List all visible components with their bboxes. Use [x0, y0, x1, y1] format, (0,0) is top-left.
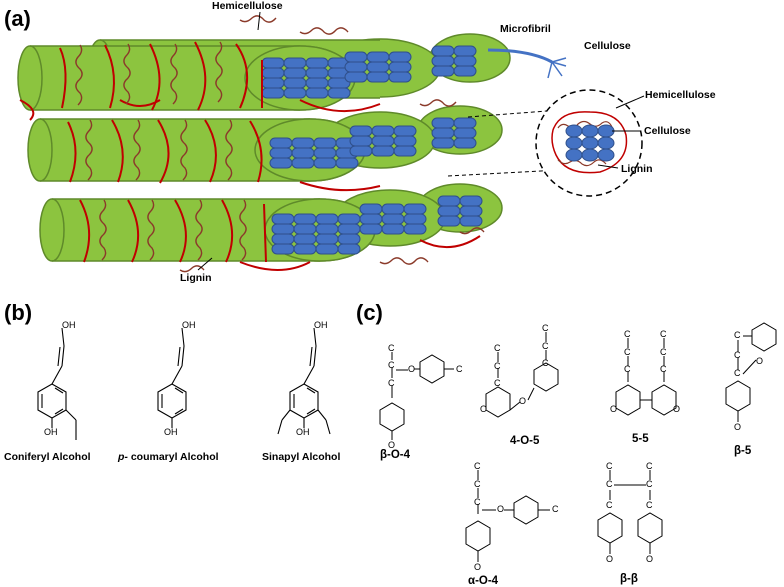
lignin-label-inset: Lignin	[621, 163, 653, 175]
alpha-o-4-c3: C	[474, 497, 481, 507]
5-5-o-left: O	[610, 404, 618, 414]
beta-beta-c1: C	[606, 461, 613, 471]
alpha-o-4-c1: C	[474, 461, 481, 471]
beta-o-4-c2: C	[388, 360, 395, 370]
alpha-o-4-structure	[465, 470, 550, 562]
beta-beta-structure	[597, 470, 663, 554]
beta-5-o: O	[756, 356, 764, 366]
cellulose-label-inset: Cellulose	[644, 125, 691, 137]
sinapyl-oh-ring: OH	[296, 427, 310, 437]
5-5-c2: C	[624, 347, 631, 357]
monomer-structures	[37, 327, 331, 440]
hemicellulose-label-inset: Hemicellulose	[645, 89, 716, 101]
sinapyl-structure	[277, 327, 331, 435]
coumaryl-structure	[157, 327, 187, 428]
coniferyl-oh-ring: OH	[44, 427, 58, 437]
beta-o-4-o-bottom: O	[388, 440, 396, 450]
beta-beta-c3: C	[606, 479, 613, 489]
beta-beta-c6: C	[646, 500, 653, 510]
4-o-5-c1: C	[494, 343, 501, 353]
linkage-5-5: 5-5	[632, 433, 649, 445]
4-o-5-structure	[485, 332, 559, 418]
coumaryl-oh-top: OH	[182, 320, 196, 330]
beta-o-4-c1: C	[388, 343, 395, 353]
alpha-o-4-o-bottom: O	[474, 562, 482, 572]
hemicellulose-strands	[75, 15, 485, 273]
lignin-label-bottom: Lignin	[180, 272, 212, 284]
hemicellulose-leader	[257, 11, 261, 31]
alpha-o-4-c2: C	[474, 479, 481, 489]
5-5-c6: C	[660, 364, 667, 374]
4-o-5-c5: C	[542, 341, 549, 351]
alpha-o-4-o: O	[497, 504, 505, 514]
beta-o-4-o: O	[408, 364, 416, 374]
beta-beta-c5: C	[606, 500, 613, 510]
fibril-bundle	[17, 11, 645, 273]
panel-label-a: (a)	[4, 6, 31, 31]
linkage-alpha-o-4: α-O-4	[468, 575, 499, 587]
panel-label-c: (c)	[356, 300, 383, 325]
5-5-structure	[615, 338, 677, 416]
4-o-5-o-left: O	[480, 404, 488, 414]
coniferyl-structure	[37, 327, 77, 440]
beta-beta-o2: O	[646, 554, 654, 564]
linkage-4-o-5: 4-O-5	[510, 435, 540, 447]
linkage-beta-o-4: β-O-4	[380, 449, 411, 461]
4-o-5-c6: C	[542, 358, 549, 368]
linkage-beta-5: β-5	[734, 445, 752, 457]
5-5-c3: C	[624, 364, 631, 374]
coniferyl-oh-top: OH	[62, 320, 76, 330]
beta-beta-c2: C	[646, 461, 653, 471]
4-o-5-c2: C	[494, 361, 501, 371]
coumaryl-prefix: p-	[118, 451, 128, 463]
cross-section-inset	[447, 89, 645, 197]
sinapyl-name: Sinapyl Alcohol	[262, 451, 341, 463]
coumaryl-oh-ring: OH	[164, 427, 178, 437]
coniferyl-name: Coniferyl Alcohol	[4, 451, 91, 463]
4-o-5-o: O	[519, 396, 527, 406]
beta-beta-c4: C	[646, 479, 653, 489]
cellulose-label-top: Cellulose	[584, 40, 631, 52]
hemicellulose-label-top: Hemicellulose	[212, 0, 283, 12]
beta-5-c2: C	[734, 350, 741, 360]
lignin-strands	[19, 41, 481, 271]
panel-label-b: (b)	[4, 300, 33, 325]
beta-o-4-c3: C	[388, 378, 395, 388]
5-5-o-right: O	[673, 404, 681, 414]
4-o-5-c4: C	[542, 323, 549, 333]
beta-o-4-structure	[379, 352, 454, 440]
coumaryl-name: p- coumaryl Alcohol	[118, 451, 219, 463]
5-5-c1: C	[624, 329, 631, 339]
microfibril-label: Microfibril	[500, 23, 551, 35]
4-o-5-c3: C	[494, 378, 501, 388]
beta-5-o-bottom: O	[734, 422, 742, 432]
5-5-c5: C	[660, 347, 667, 357]
beta-o-4-c-ring: C	[456, 364, 463, 374]
sinapyl-oh-top: OH	[314, 320, 328, 330]
beta-beta-o1: O	[606, 554, 614, 564]
alpha-o-4-c-ring: C	[552, 504, 559, 514]
beta-5-c3: C	[734, 368, 741, 378]
beta-5-c1: C	[734, 330, 741, 340]
5-5-c4: C	[660, 329, 667, 339]
linkage-beta-beta: β-β	[620, 573, 638, 585]
coumaryl-suffix: coumaryl Alcohol	[127, 451, 219, 463]
linkage-structures	[379, 322, 777, 562]
beta-5-structure	[725, 322, 777, 422]
lignin-leader	[197, 257, 213, 271]
fibril-row-2	[27, 105, 503, 182]
microfibril-strand	[487, 48, 567, 79]
fibril-row-3	[39, 183, 503, 262]
